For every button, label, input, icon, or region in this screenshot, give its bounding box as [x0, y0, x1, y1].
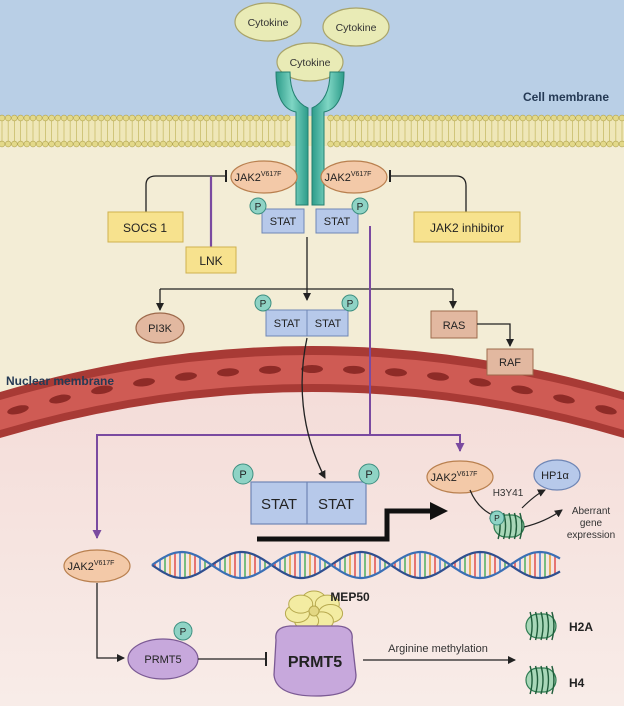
- hp1-alpha: α: [563, 470, 570, 482]
- jak2-superscript: V617F: [457, 471, 478, 478]
- jak2-label: JAK2: [235, 172, 261, 184]
- phospho-stat-right: P: [351, 197, 369, 215]
- phospho-h3y41: P: [489, 510, 505, 526]
- phospho-label: P: [255, 202, 262, 213]
- cytokine-label: Cytokine: [336, 22, 377, 34]
- transcription-arrow-head: [430, 502, 448, 520]
- jak2-inhibitor-box: JAK2 inhibitor: [413, 211, 521, 243]
- stat-label: STAT: [261, 496, 297, 513]
- phospho-label: P: [365, 469, 372, 481]
- svg-text:JAK2V617F: JAK2V617F: [325, 171, 372, 184]
- stat-dimer-cytoplasm: STAT STAT P P: [254, 294, 359, 337]
- socs1-label: SOCS 1: [123, 221, 167, 235]
- jak2-superscript: V617F: [94, 560, 115, 567]
- arginine-methylation-label: Arginine methylation: [388, 643, 488, 655]
- jak2-label: JAK2: [68, 561, 94, 573]
- phospho-label: P: [494, 513, 500, 523]
- prmt5-phosphorylated: PRMT5 P: [127, 621, 199, 680]
- aberrant-line-2: gene: [580, 518, 603, 529]
- jak2-nucleus-left: JAK2V617F: [63, 549, 131, 583]
- phospho-label: P: [260, 299, 267, 310]
- ras-label: RAS: [443, 320, 466, 332]
- phospho-label: P: [239, 469, 246, 481]
- prmt5-label: PRMT5: [144, 654, 181, 666]
- stat-left: STAT: [261, 208, 305, 234]
- svg-text:HP1α: HP1α: [541, 470, 569, 482]
- socs1-box: SOCS 1: [107, 211, 184, 243]
- pi3k-label: PI3K: [148, 323, 173, 335]
- h2a-label: H2A: [569, 620, 593, 634]
- h3y41-label: H3Y41: [493, 488, 524, 499]
- socs1-inhibition-line: [145, 175, 226, 213]
- aberrant-expression-arrow: [523, 509, 563, 528]
- jak2-left: JAK2V617F: [230, 160, 298, 194]
- prmt5-large: PRMT5: [273, 625, 357, 697]
- ras-raf-arrow: [477, 323, 514, 347]
- cytokine-label: Cytokine: [248, 17, 289, 29]
- stat-right: STAT: [315, 208, 359, 234]
- jak2-inhibitor-label: JAK2 inhibitor: [430, 221, 504, 235]
- nuclear-membrane-label: Nuclear membrane: [6, 374, 114, 388]
- nucleosome-h4: [525, 665, 557, 695]
- jak2-nuclear-translocation: [92, 226, 371, 539]
- stat-label: STAT: [318, 496, 354, 513]
- phospho-stat-left: P: [249, 197, 267, 215]
- phospho-label: P: [180, 627, 187, 638]
- lnk-label: LNK: [199, 254, 222, 268]
- jak2-superscript: V617F: [351, 171, 372, 178]
- raf-node: RAF: [486, 348, 534, 376]
- cytokine-1: Cytokine: [234, 2, 302, 42]
- nucleus: [0, 377, 624, 706]
- aberrant-line-3: expression: [567, 530, 615, 541]
- raf-label: RAF: [499, 357, 521, 369]
- mep50-label: MEP50: [330, 590, 370, 604]
- cytokine-label: Cytokine: [290, 57, 331, 69]
- lnk-box: LNK: [185, 246, 237, 274]
- stat-label: STAT: [315, 318, 342, 330]
- phospho-label: P: [357, 202, 364, 213]
- jak2-label: JAK2: [431, 472, 457, 484]
- jak2-chromatin-arrow: [370, 434, 465, 452]
- jak2-nucleus-right: JAK2V617F: [426, 460, 494, 494]
- stat-label: STAT: [270, 216, 297, 228]
- stat-label: STAT: [274, 318, 301, 330]
- hp1alpha-node: HP1α: [533, 459, 581, 491]
- cytokine-receptor: [275, 71, 345, 206]
- jak2-superscript: V617F: [261, 171, 282, 178]
- aberrant-line-1: Aberrant: [572, 506, 611, 517]
- cytokine-bound: Cytokine: [276, 42, 344, 82]
- cytokine-2: Cytokine: [322, 7, 390, 47]
- transcription-arrow: [257, 508, 432, 542]
- h4-label: H4: [569, 676, 585, 690]
- ras-node: RAS: [430, 310, 478, 339]
- jak2-label: JAK2: [325, 172, 351, 184]
- jak2-inhibitor-line: [390, 175, 467, 212]
- stat-nuclear-arrow: [301, 337, 326, 479]
- jak2-right: JAK2V617F: [320, 160, 388, 194]
- nucleosome-h2a: [525, 611, 557, 641]
- stat-dimer-nucleus: STAT STAT P P: [232, 463, 380, 525]
- pi3k-node: PI3K: [135, 312, 185, 344]
- dna-double-helix: [151, 550, 561, 580]
- nuclear-membrane: [0, 346, 624, 438]
- hp1-label: HP1: [541, 470, 562, 482]
- cell-membrane-label: Cell membrane: [523, 90, 609, 104]
- svg-text:JAK2V617F: JAK2V617F: [431, 471, 478, 484]
- jak2-prmt5-arrow: [96, 583, 125, 662]
- stat-label: STAT: [324, 216, 351, 228]
- h3-hp1-arrow: [521, 489, 546, 509]
- prmt5-label: PRMT5: [288, 654, 342, 671]
- svg-text:JAK2V617F: JAK2V617F: [68, 560, 115, 573]
- phospho-label: P: [347, 299, 354, 310]
- svg-text:JAK2V617F: JAK2V617F: [235, 171, 282, 184]
